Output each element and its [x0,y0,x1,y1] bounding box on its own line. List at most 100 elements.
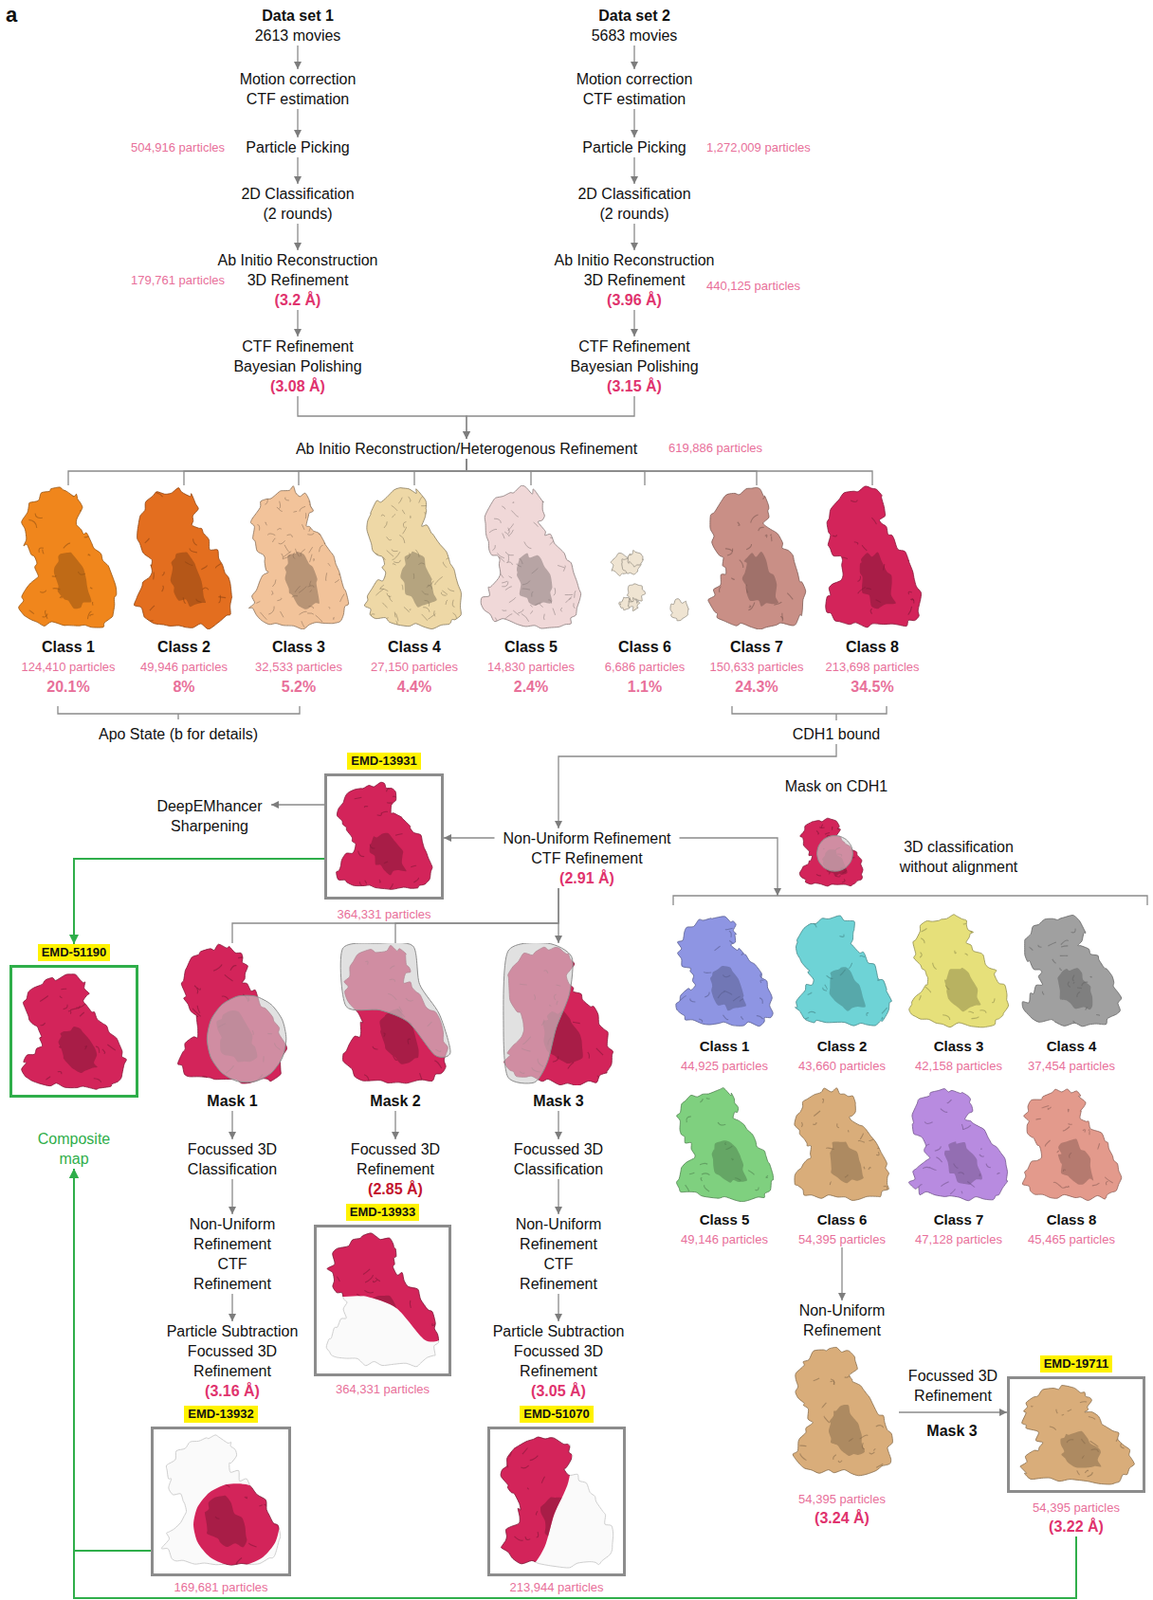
map-ridge [739,560,744,568]
map-ridge [492,545,495,551]
map-surface [248,486,348,630]
map-ridge [406,809,410,815]
map-ridge [226,1455,229,1459]
map-ridge [267,533,275,536]
particle-count: 169,681 particles [173,1580,268,1596]
map-ridge [395,621,398,629]
density-map [788,913,896,1029]
map-ridge [59,1046,62,1048]
process-step: Non-Uniform Refinement CTF Refinement(2.… [494,828,680,889]
density-map [327,776,441,897]
density-map [12,968,136,1096]
map-ridge [60,988,67,991]
density-map [788,1344,897,1478]
map-ridge [535,603,542,605]
map-ridge [393,796,401,800]
map-ridge [824,562,833,568]
annotation: 179,761 particles [130,273,225,289]
map-ridge [385,788,389,792]
process-step: Motion correction CTF estimation [231,69,365,110]
particle-count: 32,533 particles [255,659,343,676]
map-ridge [1071,929,1077,934]
map-ridge [1077,987,1082,989]
map-panel: EMD-13931364,331 particles [324,752,444,923]
map-panel: EMD-51190Composite map [9,944,139,1170]
map-ridge [878,1392,880,1397]
process-step: 2D Classification (2 rounds) [234,183,363,224]
density-map [477,485,585,630]
map-cavity [829,967,866,1011]
map-ridge [576,1498,584,1501]
map-ridge [435,576,443,586]
map-ridge [369,844,375,849]
map-ridge [858,823,860,825]
map-ridge [268,1475,275,1480]
step-text: Class 2 [157,637,211,658]
map-ridge [996,1173,1000,1175]
annotation: 504,916 particles [130,140,225,156]
map-ridge [230,966,237,971]
accession-tag: EMD-13931 [347,752,421,770]
map-ridge [174,1492,178,1496]
map-ridge [993,951,996,955]
group-label: CDH1 bound [792,724,881,745]
map-cavity [369,833,407,877]
map-ridge [409,608,412,611]
map-ridge [1090,1441,1099,1447]
classification-step: Mask on CDH13D classification without al… [786,772,1153,897]
map-ridge [548,1537,556,1542]
map-ridge [908,606,913,616]
step-text: DeepEMhancer Sharpening [147,796,272,837]
map-ridge [310,590,312,593]
map-ridge [505,551,513,556]
map-ridge [1067,982,1071,989]
panel-letter: a [5,2,18,28]
map-ridge [531,567,539,574]
map-ridge [876,1464,883,1468]
map-ridge [704,992,710,998]
map-ridge [244,1497,248,1500]
map-ridge [517,609,524,614]
step-text: 2613 movies [255,25,342,46]
process-step: Focussed 3D Classification [487,1139,630,1180]
map-ridge [1047,942,1056,947]
map-texture [685,1098,769,1192]
map-ridge [857,576,861,583]
map-ridge [322,528,330,536]
map-ridge [57,1071,62,1075]
map-ridge [998,951,1006,957]
map-ridge [530,611,532,615]
connector-group [68,45,1077,1599]
map-ridge [52,575,56,577]
map-ridge [334,579,339,583]
map-ridge [237,956,243,959]
map-ridge [299,506,306,512]
map-ridge [434,1075,442,1078]
map-ridge [572,1022,581,1024]
map-ridge [418,563,425,566]
map-ridge [840,557,848,559]
map-ridge [372,553,379,557]
map-cavity [540,1497,585,1550]
map-ridge [856,933,864,939]
map-ridge [563,566,566,572]
map-ridge [841,878,845,883]
map-ridge [1106,932,1112,936]
map-ridge [514,1537,524,1541]
map-ridge [557,565,565,568]
map-ridge [725,549,733,552]
map-surface [480,485,581,629]
map-ridge [454,494,457,497]
map-ridge [737,1116,740,1120]
map-ridge [120,1077,129,1082]
map-ridge [859,1435,868,1440]
step-text: Particle Picking [245,137,349,158]
map-ridge [310,504,316,511]
map-ridge [499,569,504,578]
map-ridge [533,522,539,528]
map-texture [167,1445,277,1566]
map-ridge [725,928,733,930]
step-text: Ab Initio Reconstruction 3D Refinement [544,250,725,291]
map-texture [145,491,226,622]
class-map: Class 7150,633 particles24.3% [700,485,813,697]
